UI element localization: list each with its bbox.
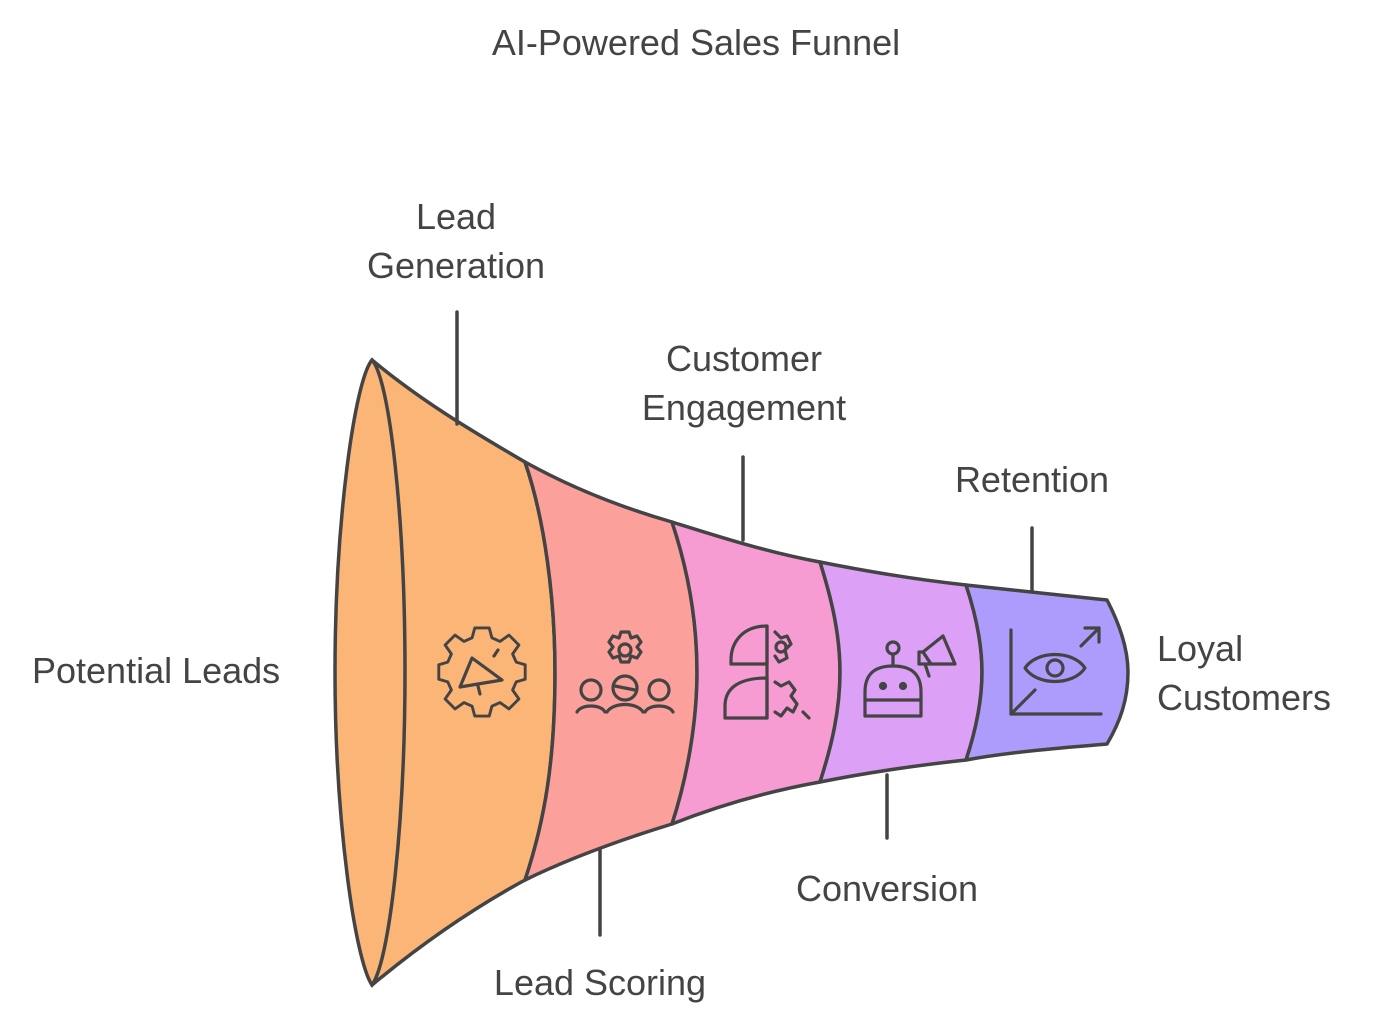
- stage-label-line: Lead: [415, 196, 497, 237]
- robot-megaphone-icon: [863, 634, 957, 718]
- stage-label-lead-generation: Lead Generation: [340, 192, 572, 290]
- output-label-loyal-customers: Loyal Customers: [1157, 624, 1331, 722]
- output-label-line: Customers: [1157, 677, 1332, 718]
- funnel-segment-conversion: [818, 560, 984, 784]
- stage-label-lead-scoring: Lead Scoring: [460, 958, 740, 1007]
- stage-label-retention: Retention: [922, 455, 1142, 504]
- funnel-segment-customer-engagement: [670, 520, 842, 826]
- people-gear-icon: [575, 630, 675, 714]
- diagram-title: AI-Powered Sales Funnel: [491, 22, 901, 63]
- stage-label-line: Lead Scoring: [493, 962, 707, 1003]
- stage-label-line: Customer: [665, 338, 823, 379]
- stage-label-conversion: Conversion: [767, 864, 1007, 913]
- input-label-potential-leads: Potential Leads: [32, 650, 281, 691]
- stage-label-line: Retention: [954, 459, 1110, 500]
- output-label-line: Loyal: [1157, 628, 1244, 669]
- eye-chart-icon: [1009, 626, 1103, 716]
- funnel-mouth: [333, 357, 407, 989]
- stage-label-line: Conversion: [795, 868, 979, 909]
- megaphone-gear-icon: [437, 626, 527, 718]
- head-gears-icon: [723, 624, 811, 720]
- stage-label-line: Generation: [366, 245, 546, 286]
- stage-label-customer-engagement: Customer Engagement: [603, 334, 885, 432]
- stage-label-line: Engagement: [641, 387, 847, 428]
